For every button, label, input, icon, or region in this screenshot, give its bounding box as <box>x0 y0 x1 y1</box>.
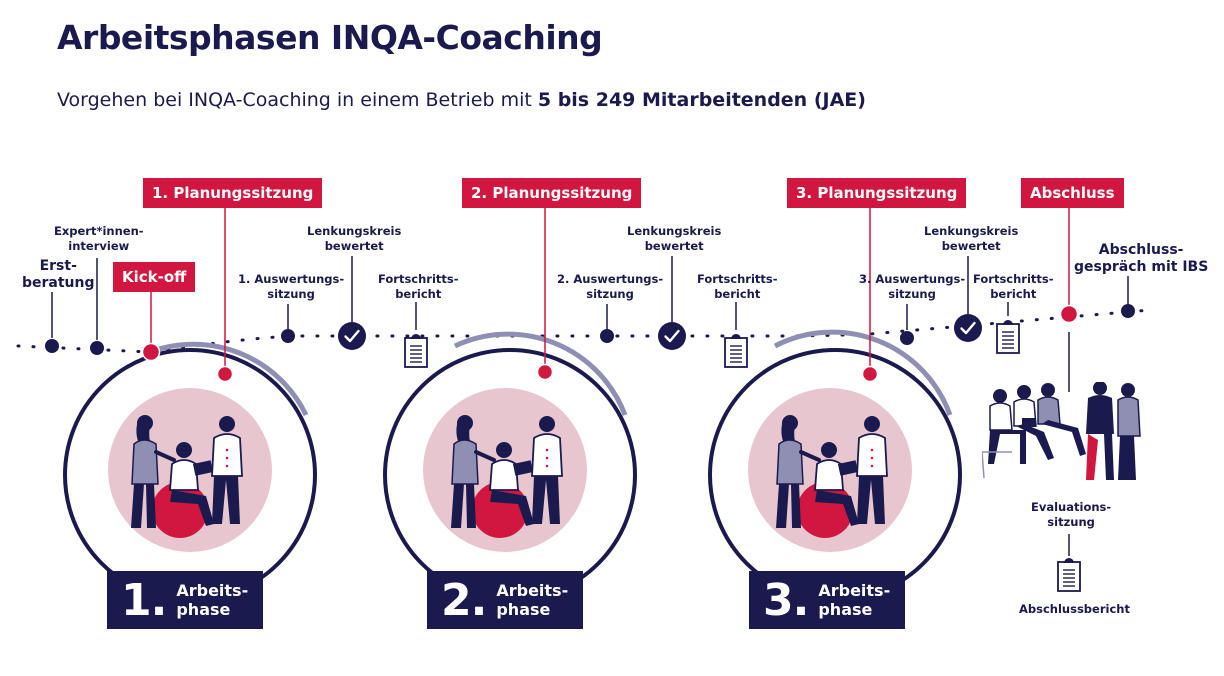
tag-planungssitzung-1: 1. Planungssitzung <box>143 178 323 208</box>
phase-badge-1: 1. Arbeits-phase <box>107 571 263 629</box>
phase-label: Arbeits-phase <box>176 581 249 619</box>
label-abschlussbericht: Abschlussbericht <box>1019 602 1130 616</box>
tag-abschluss: Abschluss <box>1021 178 1124 208</box>
planung1-marker <box>216 365 234 383</box>
label-fortschritt-3: Fortschritts-bericht <box>973 272 1054 301</box>
document-icon <box>724 334 748 368</box>
abschlussgespraech-marker <box>1121 304 1135 318</box>
phase-badge-3: 3. Arbeits-phase <box>749 571 905 629</box>
page-subtitle: Vorgehen bei INQA-Coaching in einem Betr… <box>57 89 866 111</box>
auswertung3-marker <box>900 331 914 345</box>
label-auswertung-1: 1. Auswertungs-sitzung <box>238 272 345 301</box>
red-connector-lines <box>150 206 1070 366</box>
label-fortschritt-2: Fortschritts-bericht <box>697 272 778 301</box>
phase-circle-1 <box>63 341 317 602</box>
tag-kickoff: Kick-off <box>113 262 196 292</box>
label-expert-interview: Expert*innen-interview <box>54 224 144 253</box>
planung3-marker <box>861 365 879 383</box>
check-circle-icon <box>657 321 687 351</box>
phase-circle-2 <box>383 331 637 602</box>
phase-badge-2: 2. Arbeits-phase <box>427 571 583 629</box>
page-title: Arbeitsphasen INQA-Coaching <box>57 18 603 57</box>
phase-label: Arbeits-phase <box>496 581 569 619</box>
erstberatung-marker <box>45 339 59 353</box>
auswertung1-marker <box>281 329 295 343</box>
document-icon <box>996 320 1020 354</box>
phase-number: 1. <box>121 574 167 626</box>
check-circle-icon <box>953 313 983 343</box>
label-auswertung-3: 3. Auswertungs-sitzung <box>859 272 966 301</box>
label-auswertung-2: 2. Auswertungs-sitzung <box>557 272 664 301</box>
document-icon <box>1057 558 1081 592</box>
phase-label: Arbeits-phase <box>818 581 891 619</box>
tag-planungssitzung-2: 2. Planungssitzung <box>462 178 642 208</box>
label-evaluation: Evaluations-sitzung <box>1031 500 1112 529</box>
phase-number: 2. <box>441 574 487 626</box>
label-erstberatung: Erst-beratung <box>22 258 95 291</box>
auswertung2-marker <box>600 329 614 343</box>
abschluss-marker <box>1059 304 1079 324</box>
label-fortschritt-1: Fortschritts-bericht <box>378 272 459 301</box>
evaluation-group-illustration <box>982 382 1141 481</box>
check-circle-icon <box>337 321 367 351</box>
connector-lines <box>51 256 1129 556</box>
label-abschlussgespraech: Abschluss-gespräch mit IBS <box>1074 242 1209 275</box>
tag-planungssitzung-3: 3. Planungssitzung <box>787 178 967 208</box>
phase-circle-3 <box>708 329 962 602</box>
document-icon <box>404 334 428 368</box>
expert-interview-marker <box>90 341 104 355</box>
phase-number: 3. <box>763 574 809 626</box>
kickoff-marker <box>141 342 161 362</box>
planung2-marker <box>536 363 554 381</box>
